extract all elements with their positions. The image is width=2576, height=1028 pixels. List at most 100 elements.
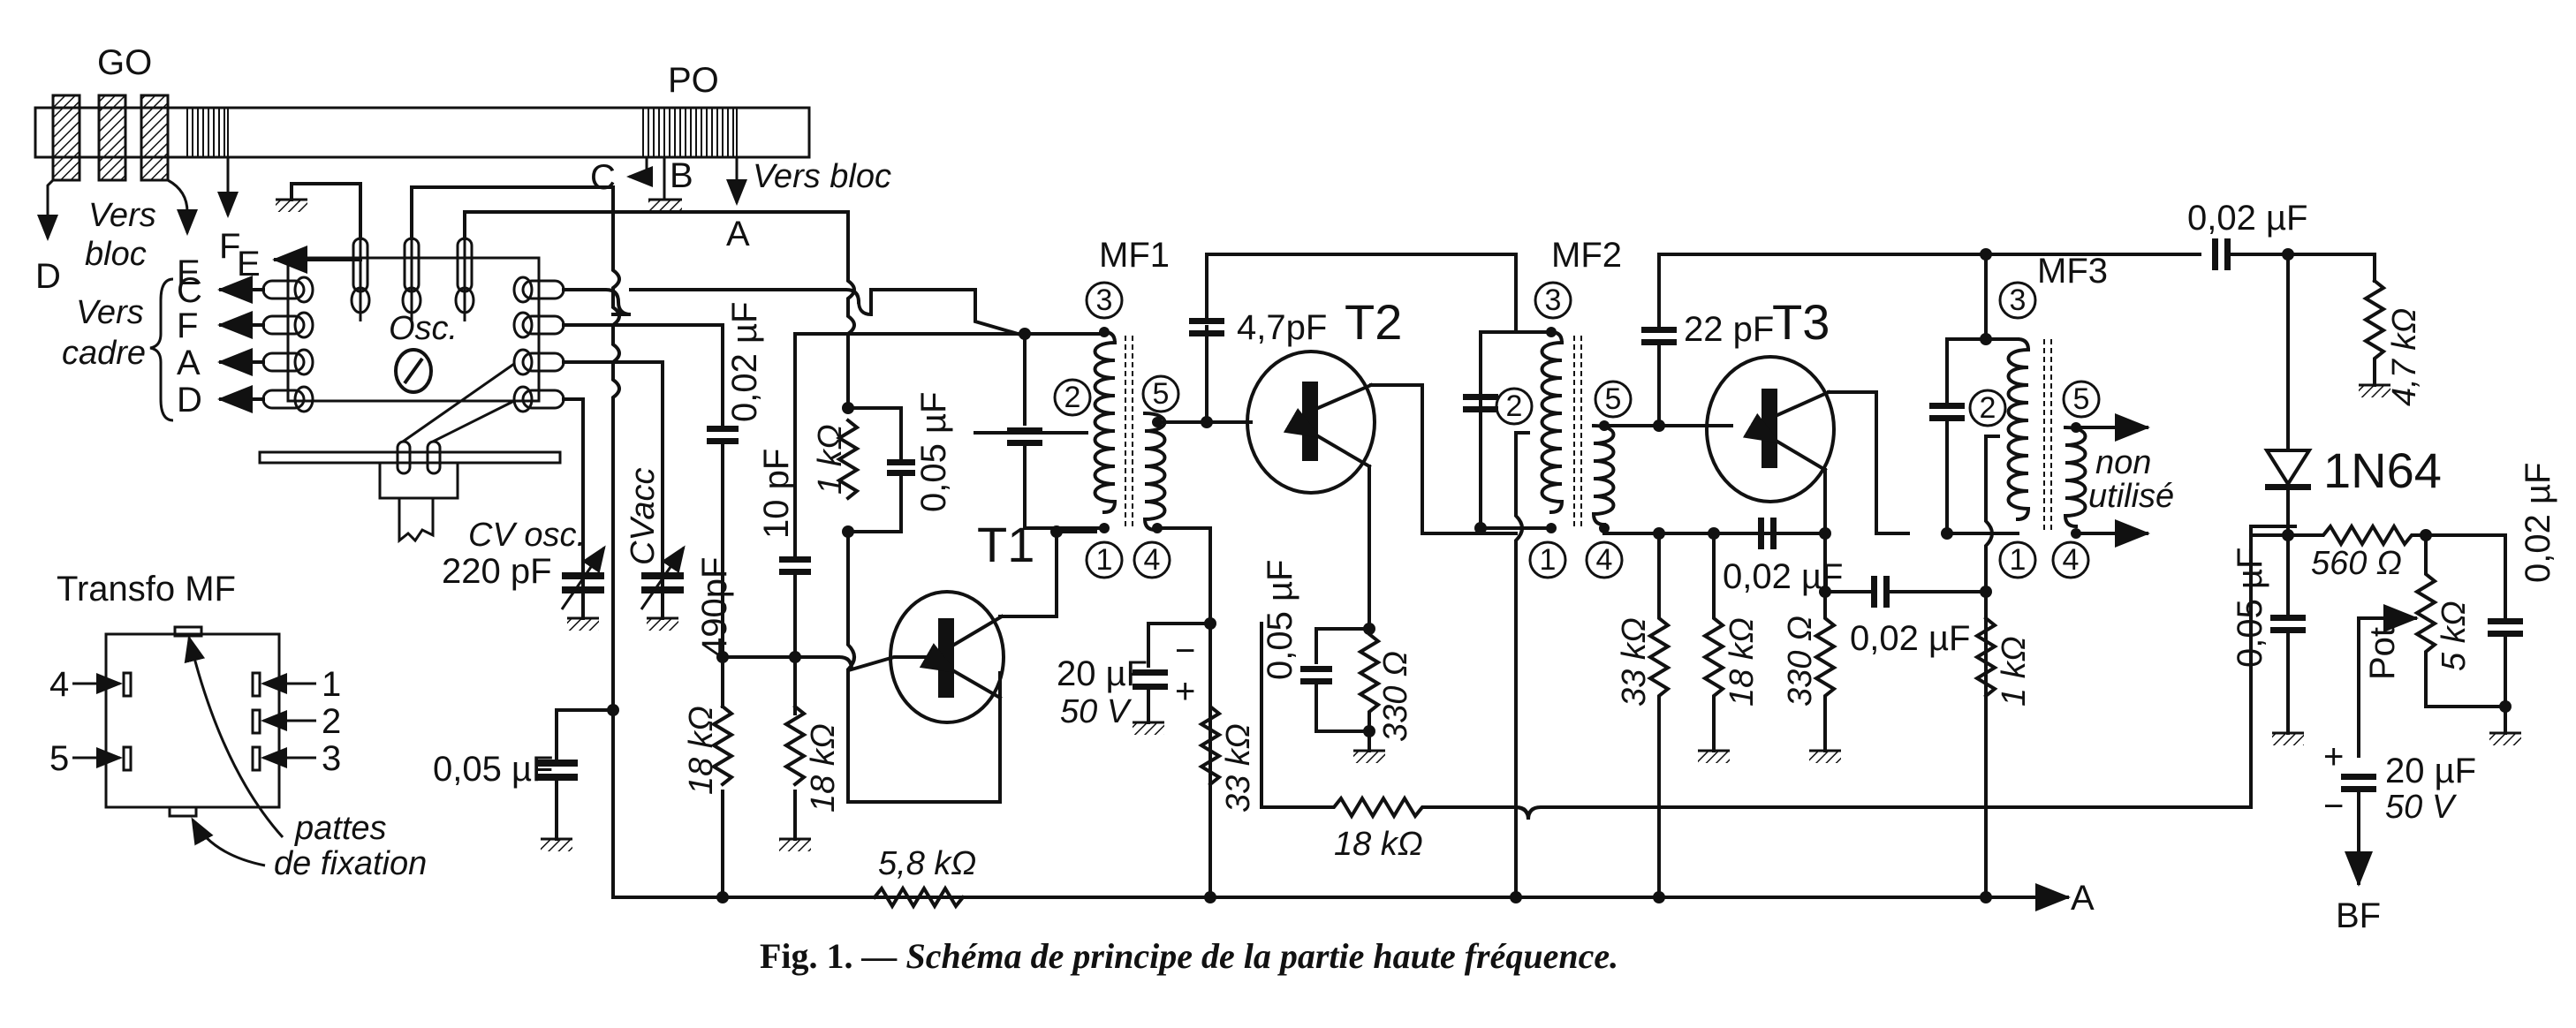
vers-cadre-line2: cadre bbox=[62, 335, 146, 372]
go-winding bbox=[51, 94, 229, 182]
r-18k-b-label: 18 kΩ bbox=[805, 723, 842, 813]
r-330-t3-label: 330 Ω bbox=[1782, 616, 1819, 707]
vers-bloc-line2: bloc bbox=[85, 236, 147, 273]
cv-osc-name: CV osc. bbox=[468, 517, 586, 554]
c-002-t3b-label: 0,02 µF bbox=[1850, 619, 1970, 658]
cv-osc-capacitor: CV osc. 220 pF bbox=[442, 517, 606, 631]
tap-a-label: A bbox=[726, 215, 750, 253]
c-22pf-label: 22 pF bbox=[1684, 310, 1774, 349]
diode-icon bbox=[2263, 449, 2313, 488]
vers-bloc-line1: Vers bbox=[88, 197, 156, 234]
mf1-pin1: 1 bbox=[1096, 543, 1113, 577]
r-1k-mf3-label: 1 kΩ bbox=[1996, 636, 2033, 707]
r-18k-t3-label: 18 kΩ bbox=[1724, 617, 1761, 707]
osc-e-label: E bbox=[237, 245, 261, 283]
c-20uf-plus: + bbox=[1175, 672, 1195, 711]
c-005-det-label: 0,05 µF bbox=[2231, 548, 2269, 668]
c-20uf-label: 20 µF bbox=[1057, 654, 1148, 693]
output-bf-label: BF bbox=[2336, 896, 2381, 935]
mf3-label: MF3 bbox=[2037, 252, 2108, 291]
mf2-label: MF2 bbox=[1551, 236, 1622, 275]
mf2-pin1: 1 bbox=[1540, 543, 1557, 577]
mf3-pin3: 3 bbox=[2010, 283, 2027, 317]
vers-cadre-line1: Vers bbox=[76, 294, 144, 331]
po-winding bbox=[642, 107, 738, 158]
inset-pin3: 3 bbox=[322, 739, 341, 778]
mf1-pin2: 2 bbox=[1064, 381, 1081, 414]
c-20uf-minus: − bbox=[1175, 631, 1195, 670]
ferrite-antenna: GO PO D Vers bloc E F C B A Vers bloc bbox=[34, 43, 891, 296]
mf2-pin4: 4 bbox=[1596, 543, 1613, 577]
cadre-d: D bbox=[177, 381, 202, 420]
mf2-pin3: 3 bbox=[1545, 283, 1562, 317]
mf1-label: MF1 bbox=[1099, 236, 1170, 275]
inset-pin5: 5 bbox=[49, 739, 69, 778]
pot-value: 5 kΩ bbox=[2436, 601, 2473, 671]
tap-b-label: B bbox=[670, 156, 693, 195]
caption-prefix: Fig. 1. bbox=[760, 936, 853, 976]
resistor-1k bbox=[836, 418, 860, 501]
go-label: GO bbox=[97, 43, 152, 82]
mf1-pin3: 3 bbox=[1096, 283, 1113, 317]
r-330-t2-label: 330 Ω bbox=[1377, 651, 1414, 742]
c-20uf-bf-minus: − bbox=[2323, 787, 2344, 826]
cv-acc-value: 490pF bbox=[695, 557, 734, 657]
figure-caption: Fig. 1. — Schéma de principe de la parti… bbox=[760, 936, 1618, 976]
ground-icon bbox=[567, 618, 599, 631]
c-002-vert-label: 0,02 µF bbox=[725, 302, 764, 422]
mf3-pin2: 2 bbox=[1980, 391, 1996, 425]
pot-label: Pot bbox=[2363, 627, 2402, 680]
transfo-mf-inset: Transfo MF 4 5 1 2 3 pattes de fixation bbox=[49, 570, 427, 882]
tap-f-label: F bbox=[219, 227, 240, 266]
mf3-pin5: 5 bbox=[2073, 382, 2090, 416]
resistor-18k-b: 18 kΩ bbox=[779, 651, 842, 851]
ground-icon bbox=[648, 200, 682, 212]
c-005-left-label: 0,05 µF bbox=[433, 750, 553, 789]
ground-icon bbox=[541, 839, 572, 851]
r-47k-label: 4,7 kΩ bbox=[2386, 308, 2423, 406]
caption-text: — Schéma de principe de la partie haute … bbox=[853, 936, 1619, 976]
inset-pin1: 1 bbox=[322, 665, 341, 704]
r-18k-bus-label: 18 kΩ bbox=[1334, 826, 1423, 863]
ground-icon bbox=[1353, 751, 1385, 763]
ground-icon bbox=[2272, 733, 2304, 745]
r-33k-t2-label: 33 kΩ bbox=[1220, 723, 1257, 813]
ground-icon bbox=[276, 200, 307, 212]
mf1-pin4: 4 bbox=[1144, 543, 1161, 577]
cadre-f: F bbox=[177, 306, 198, 345]
c-005-t2-label: 0,05 µF bbox=[1261, 560, 1299, 680]
svg-text:Fig. 1. — Schéma de principe d: Fig. 1. — Schéma de principe de la parti… bbox=[760, 936, 1618, 976]
ground-icon bbox=[647, 618, 678, 631]
transistor-t2: 4,7pF T2 0,05 µF 330 Ω − + 20 µF 50 V 33… bbox=[1057, 253, 2297, 863]
left-decoupling: 0,05 µF bbox=[433, 708, 615, 851]
mf2-pin2: 2 bbox=[1506, 389, 1523, 423]
wiring bbox=[562, 185, 2071, 911]
vers-bloc-po-label: Vers bloc bbox=[753, 158, 891, 195]
transformer-mf3: MF3 3 2 5 1 4 non utilisé 1 kΩ bbox=[1922, 248, 2201, 899]
non-utilise-line2: utilisé bbox=[2088, 478, 2174, 515]
ground-icon bbox=[2489, 733, 2521, 745]
transistor-t1: T1 bbox=[889, 517, 1034, 724]
diode-label: 1N64 bbox=[2323, 442, 2442, 498]
cadre-a: A bbox=[177, 344, 201, 382]
inset-pin2: 2 bbox=[322, 702, 341, 741]
oscillator-block: E Osc. C F A D Vers cad bbox=[62, 182, 850, 544]
wave-switch bbox=[258, 362, 562, 544]
ground-icon bbox=[1698, 751, 1730, 763]
osc-label: Osc. bbox=[389, 310, 458, 347]
c-47pf-label: 4,7pF bbox=[1237, 308, 1327, 347]
r-18k-a-label: 18 kΩ bbox=[683, 706, 720, 795]
r-560-label: 560 Ω bbox=[2311, 545, 2402, 582]
r-33k-t3-label: 33 kΩ bbox=[1616, 617, 1653, 707]
r-58k-label: 5,8 kΩ bbox=[878, 845, 976, 882]
mf3-pin1: 1 bbox=[2010, 543, 2027, 577]
ground-icon bbox=[1133, 722, 1164, 735]
cv-acc-capacitor: CVacc 490pF bbox=[625, 467, 734, 657]
ground-icon bbox=[1809, 751, 1841, 763]
c-20uf-bf-plus: + bbox=[2323, 737, 2344, 776]
transfo-mf-title: Transfo MF bbox=[57, 570, 236, 608]
resistor-5k8: 5,8 kΩ bbox=[872, 845, 976, 910]
c-002-out-label: 0,02 µF bbox=[2187, 199, 2307, 238]
c-002-det-label: 0,02 µF bbox=[2519, 463, 2557, 583]
